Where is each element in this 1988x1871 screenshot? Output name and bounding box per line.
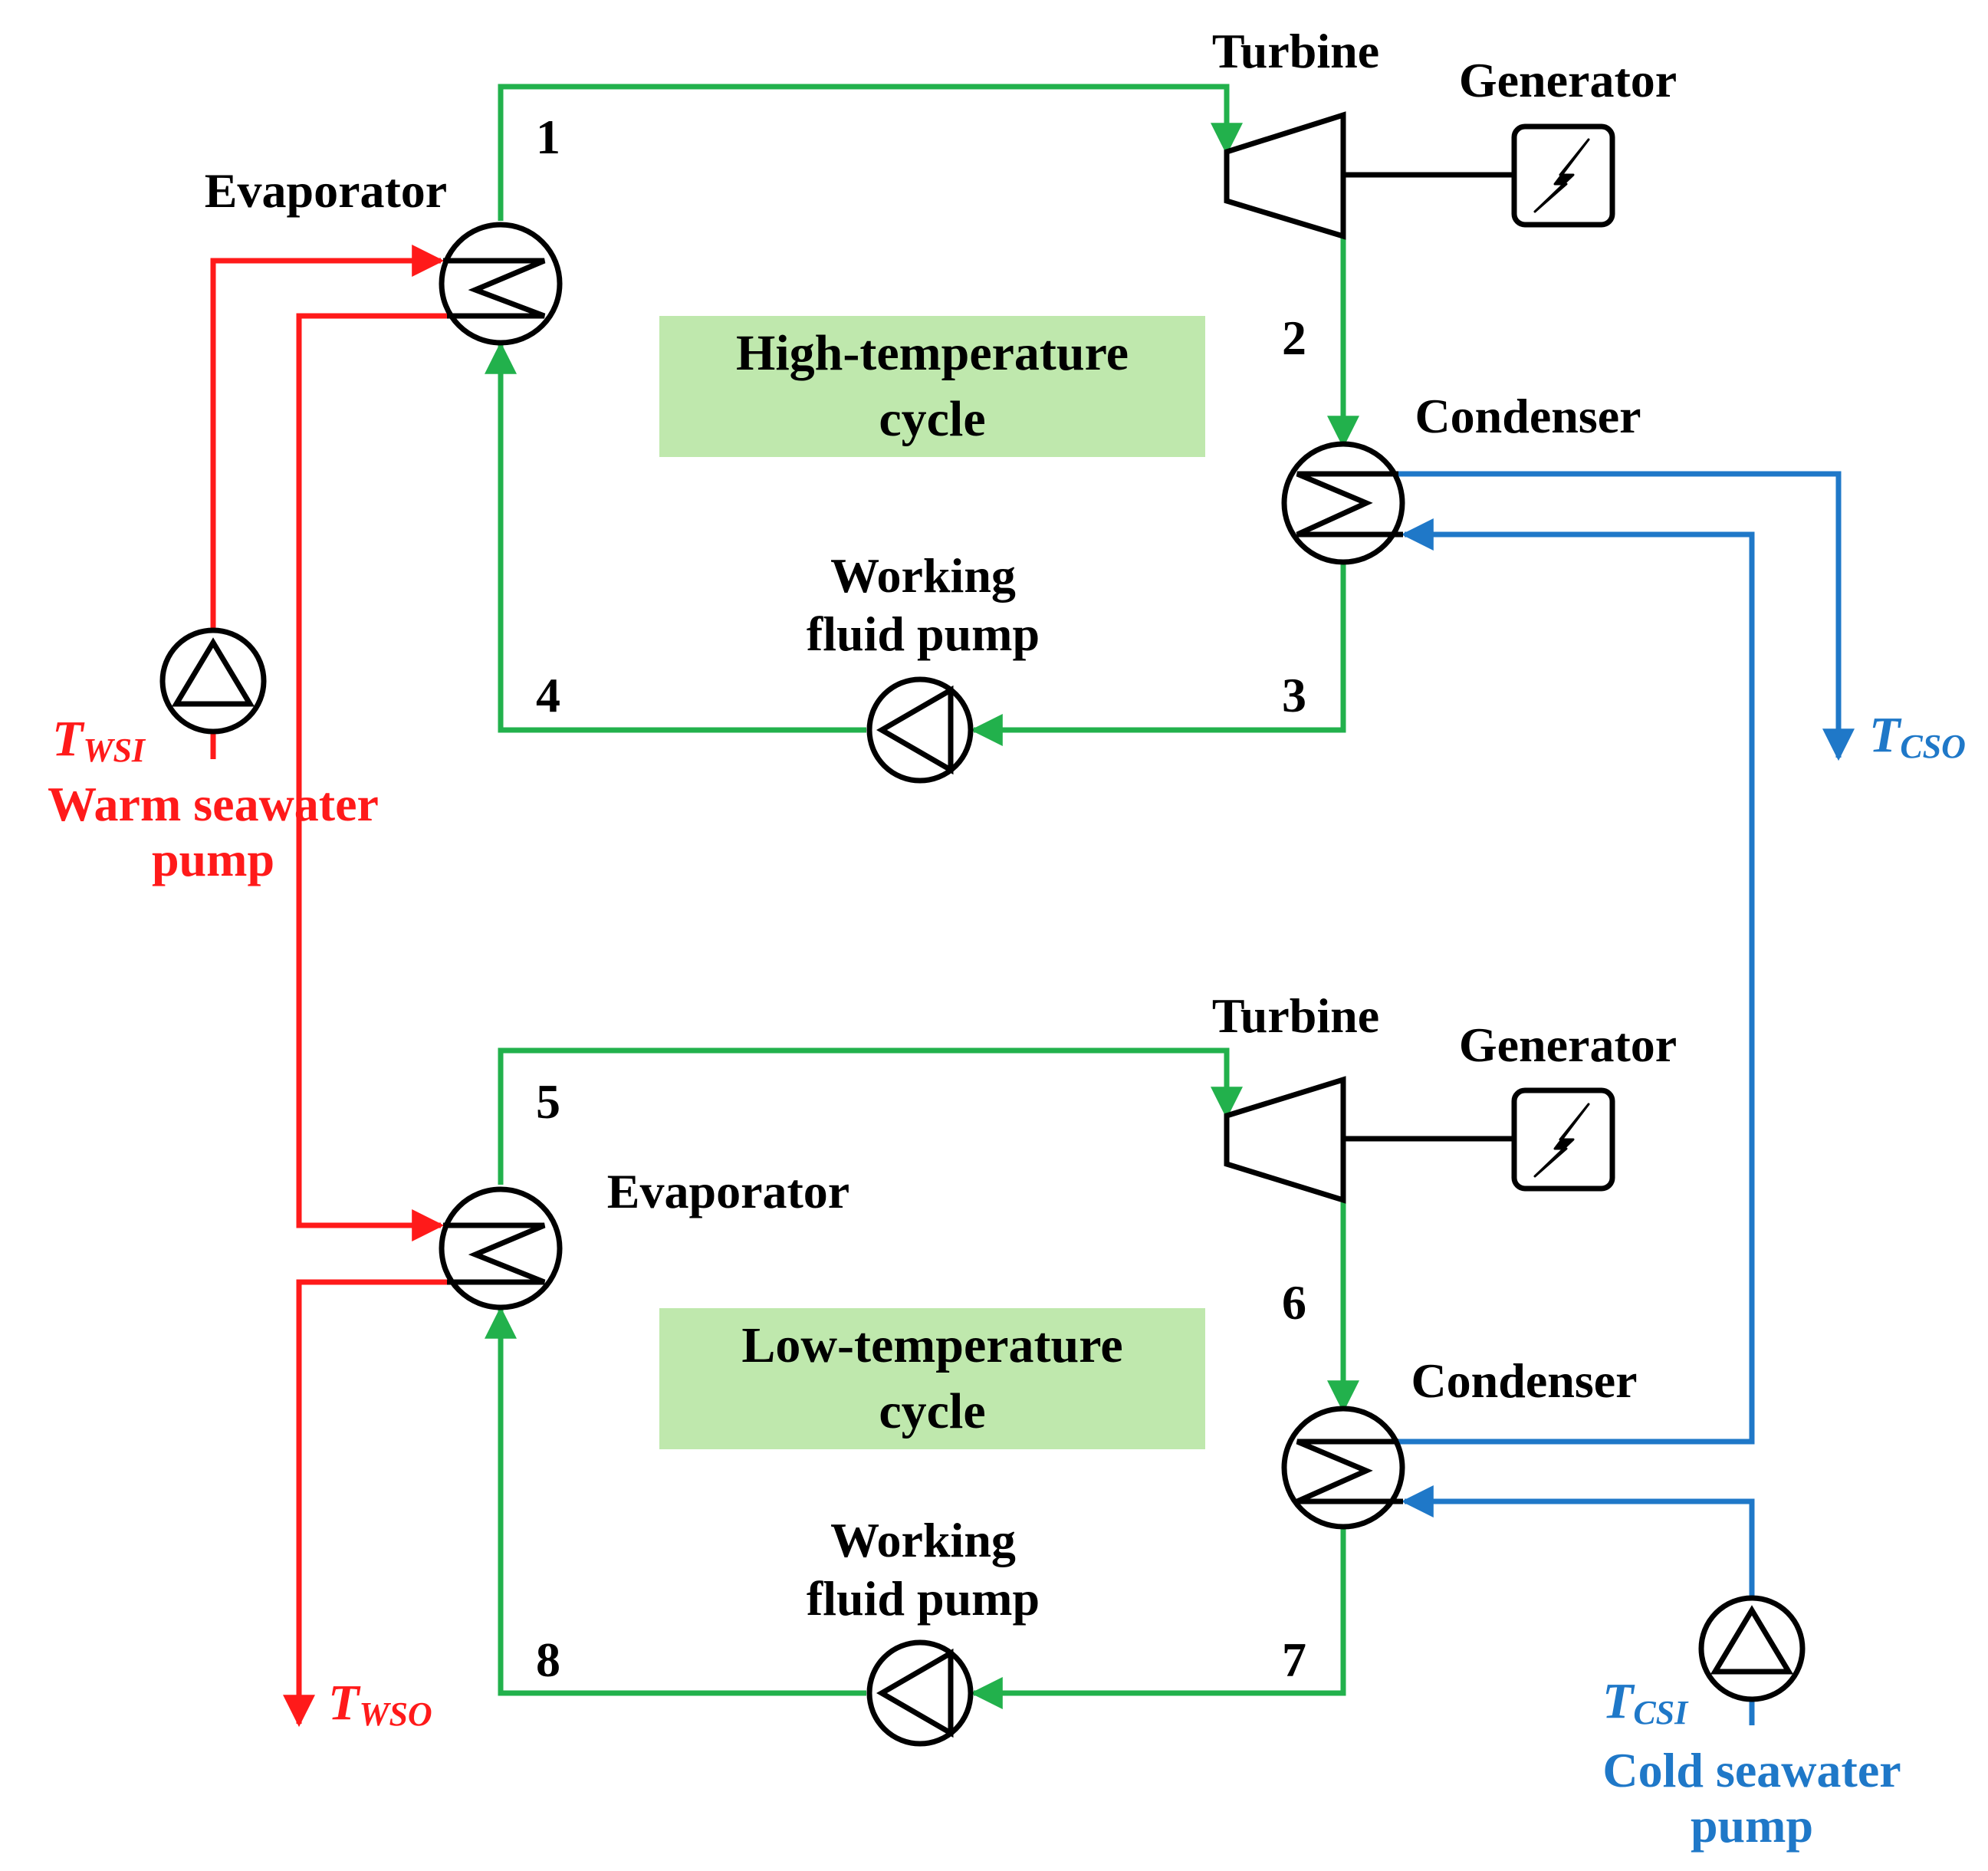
t-cso-label: TCSO (1869, 707, 1966, 765)
hwf-condenser-to-pump (970, 562, 1346, 746)
high-cycle-title-line1: High-temperature (736, 325, 1129, 381)
lwf-condenser-to-pump (970, 1526, 1346, 1709)
cold-seawater-pump (1698, 1595, 1806, 1702)
cold-pump-label-line1: Cold seawater (1602, 1743, 1901, 1797)
state-8: 8 (536, 1633, 560, 1687)
low-evaporator (439, 1186, 563, 1310)
high-generator-label: Generator (1459, 53, 1677, 107)
state-6: 6 (1282, 1275, 1306, 1330)
t-wso-label: TWSO (328, 1675, 432, 1733)
low-generator-label: Generator (1459, 1018, 1677, 1072)
low-working-fluid-pump (866, 1639, 974, 1747)
state-1: 1 (536, 110, 560, 164)
warm-pipe-high-to-low (296, 313, 447, 1241)
low-condenser-label: Condenser (1411, 1353, 1637, 1408)
high-working-fluid-pump (866, 676, 974, 784)
cold-pipe-supply-low (1401, 1485, 1755, 1725)
low-generator-bolt-icon (1533, 1103, 1590, 1178)
low-pump-label-line1: Working (830, 1513, 1016, 1567)
high-condenser (1281, 441, 1405, 565)
high-condenser-label: Condenser (1415, 389, 1641, 443)
hwf-pump-to-evap (485, 341, 866, 733)
high-turbine (1224, 111, 1346, 240)
low-cycle-title-line2: cycle (879, 1383, 985, 1439)
hwf-evap-to-turbine (498, 84, 1243, 221)
high-evaporator (439, 222, 563, 346)
low-cycle-box (659, 1308, 1205, 1449)
low-evaporator-label: Evaporator (607, 1164, 849, 1218)
warm-pump-label-line2: pump (152, 832, 274, 886)
state-5: 5 (536, 1074, 560, 1129)
state-7: 7 (1282, 1633, 1306, 1687)
t-csi-label: TCSI (1602, 1673, 1689, 1731)
warm-seawater-pump (159, 627, 267, 735)
low-generator (1511, 1087, 1615, 1192)
t-wsi-label: TWSI (52, 711, 146, 769)
high-cycle-title-line2: cycle (879, 391, 985, 447)
high-pump-label-line2: fluid pump (807, 607, 1040, 661)
warm-pump-label-line1: Warm seawater (48, 777, 379, 831)
low-pump-label-line2: fluid pump (807, 1571, 1040, 1626)
state-3: 3 (1282, 668, 1306, 722)
warm-pipe-supply-high (210, 245, 445, 759)
state-2: 2 (1282, 311, 1306, 365)
low-turbine-label: Turbine (1212, 988, 1379, 1043)
cold-pump-label-line2: pump (1691, 1798, 1813, 1853)
low-condenser (1281, 1406, 1405, 1530)
warm-pipe-outlet (283, 1279, 447, 1728)
high-generator-bolt-icon (1533, 138, 1590, 213)
high-evaporator-label: Evaporator (205, 163, 447, 218)
lwf-evap-to-turbine (498, 1047, 1243, 1185)
state-4: 4 (536, 668, 560, 722)
high-cycle-box (659, 316, 1205, 457)
high-generator (1511, 123, 1615, 228)
cold-pipe-low-to-high (1398, 518, 1755, 1445)
lwf-pump-to-evap (485, 1306, 866, 1696)
high-turbine-label: Turbine (1212, 24, 1379, 78)
high-pump-label-line1: Working (830, 548, 1016, 603)
low-cycle-title-line1: Low-temperature (741, 1317, 1122, 1373)
cold-pipe-outlet (1398, 471, 1855, 761)
low-turbine (1224, 1076, 1346, 1204)
